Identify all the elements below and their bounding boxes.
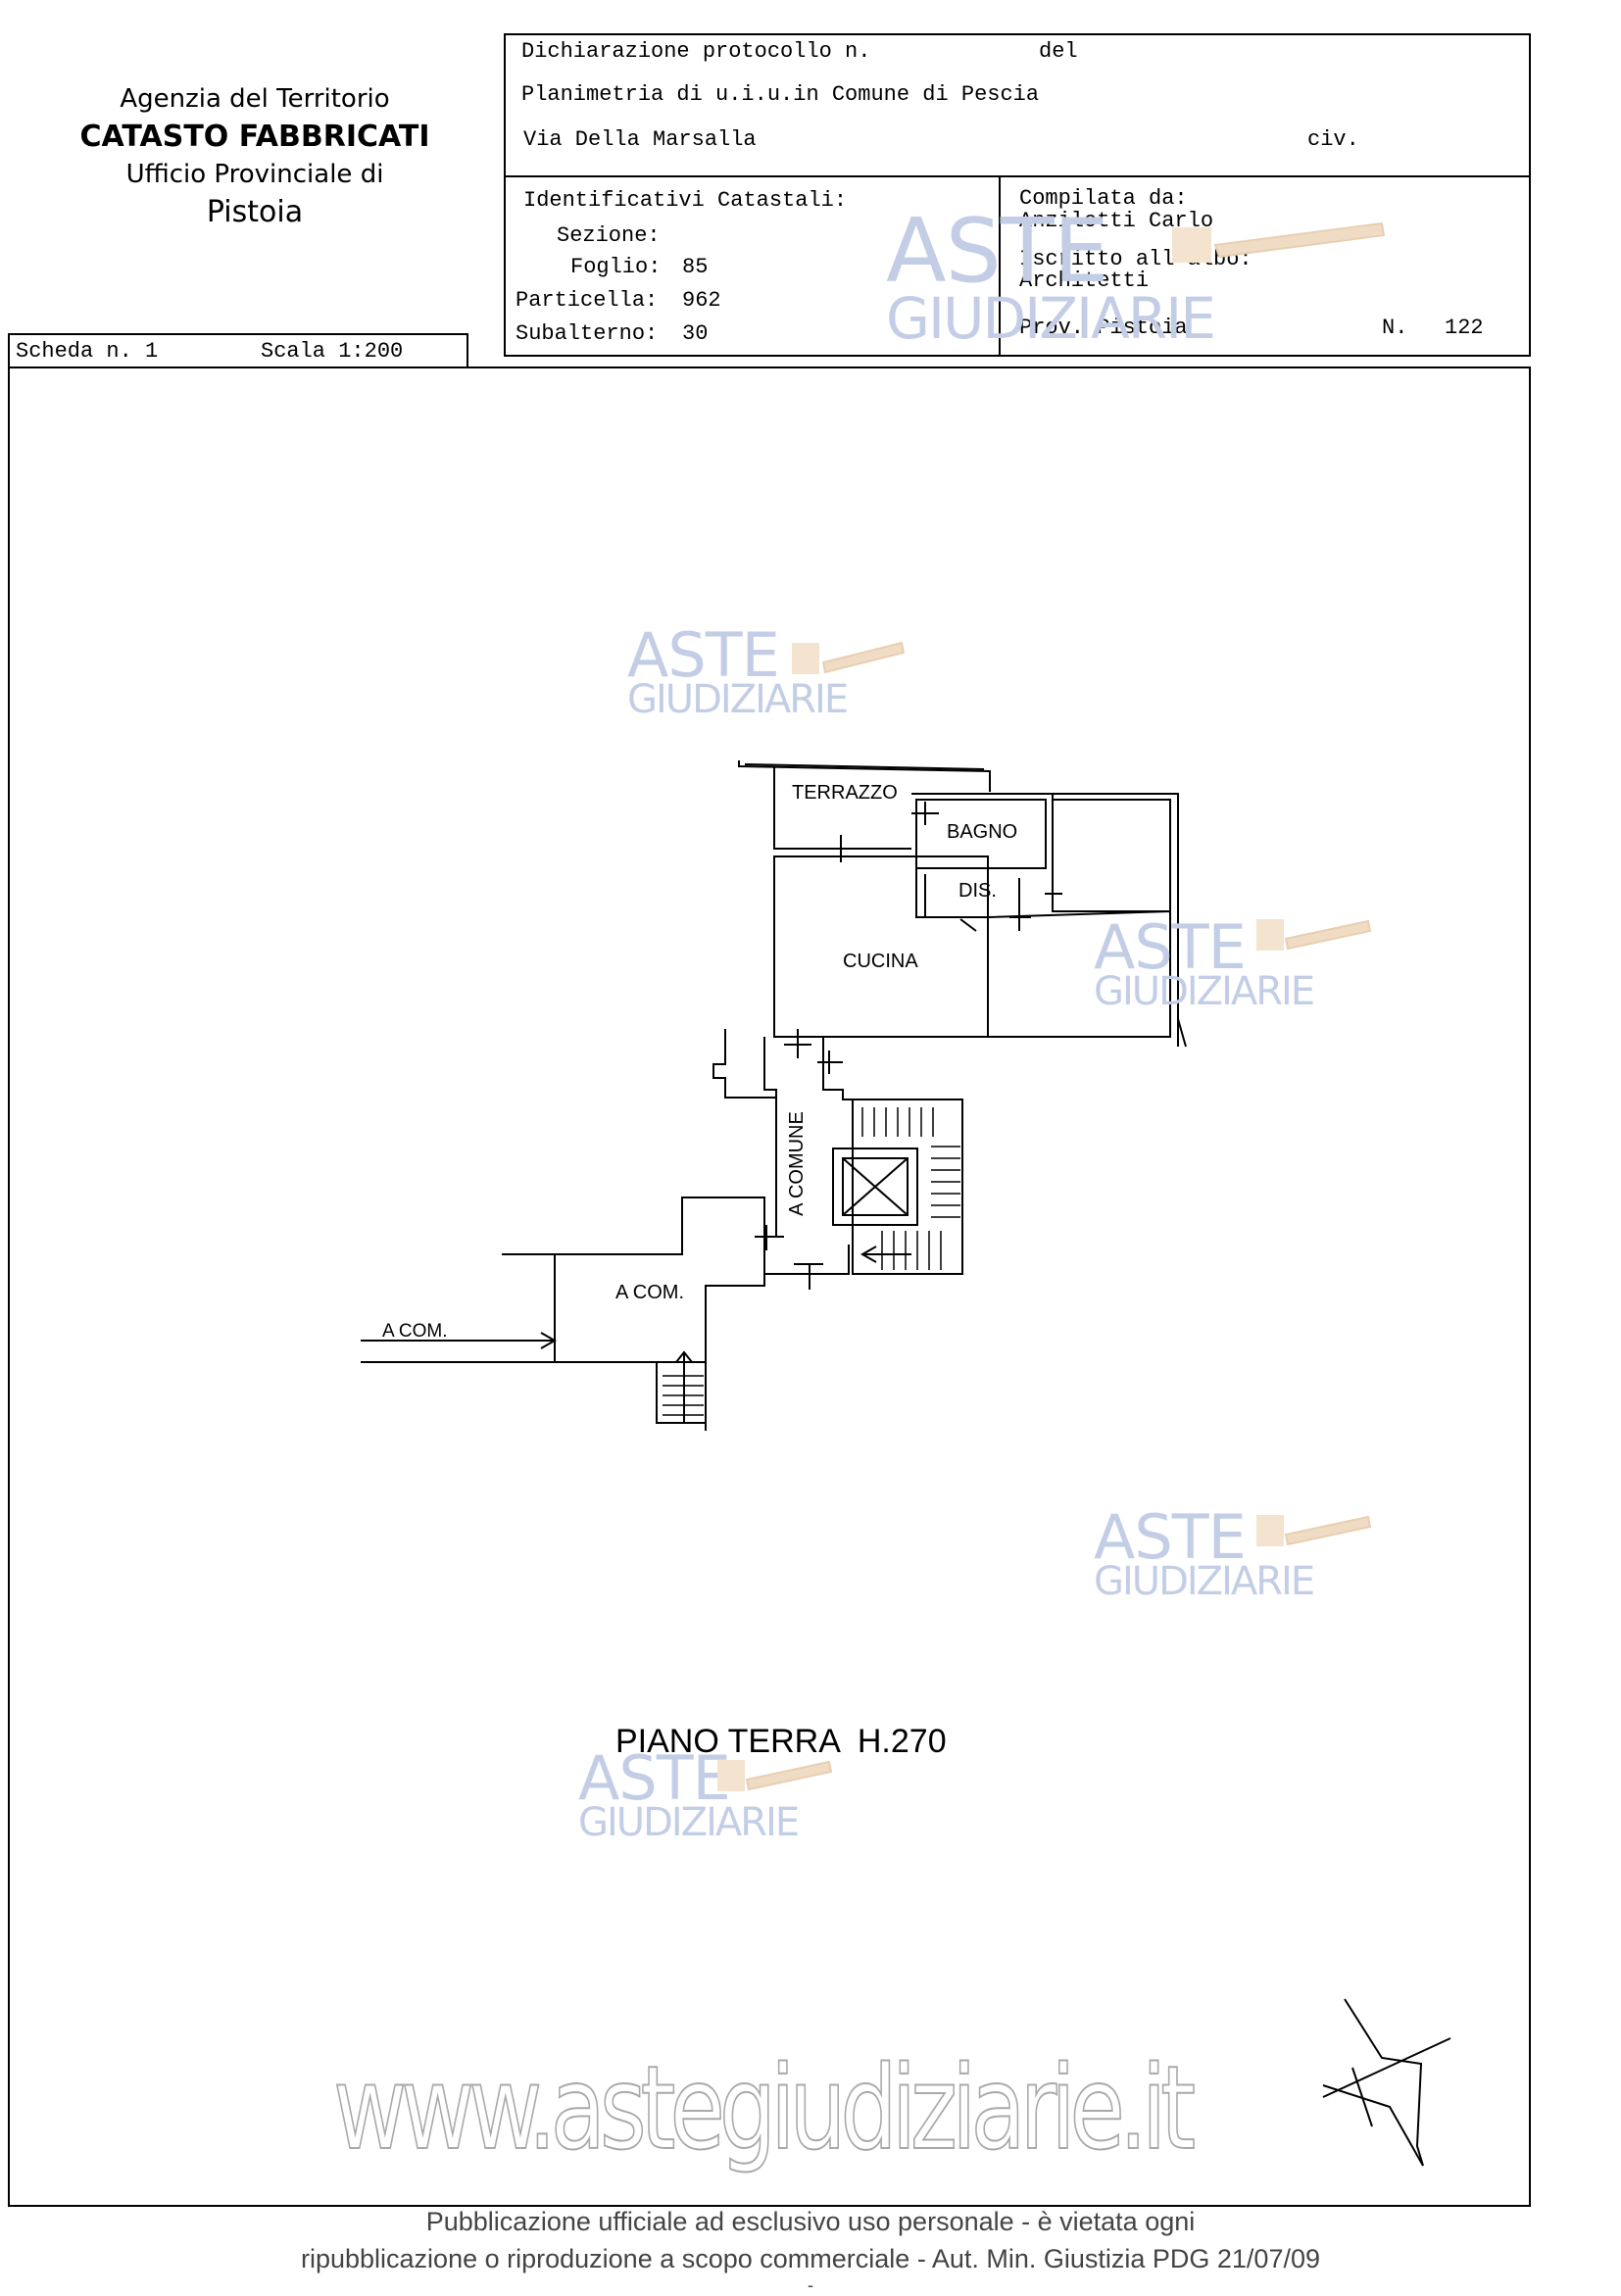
compiler-label: Compilata da:	[1019, 186, 1188, 211]
declaration-box	[504, 33, 1531, 357]
elevator-inner	[842, 1157, 909, 1216]
scheda-scale: Scala 1:200	[261, 339, 404, 364]
n-value: 122	[1445, 316, 1484, 340]
lower-right-room	[987, 909, 1171, 1038]
dis-walls	[915, 868, 988, 918]
label-cucina: CUCINA	[843, 951, 918, 972]
agency-office: Ufficio Provinciale di	[125, 160, 384, 189]
stair-block	[852, 1099, 963, 1275]
sezione-label: Sezione:	[557, 223, 661, 248]
label-terrazzo: TERRAZZO	[792, 782, 898, 804]
albo-value: Architetti	[1019, 269, 1150, 293]
watermark-3: ASTE GIUDIZIARIE	[1094, 1501, 1315, 1604]
civ-text: civ.	[1307, 127, 1359, 152]
foglio-value: 85	[682, 255, 709, 279]
watermark-url: www.astegiudiziarie.it	[332, 2039, 1197, 2176]
bagno-room	[915, 799, 1047, 869]
right-room	[1052, 799, 1171, 912]
floor-label: PIANO TERRA H.270	[615, 1723, 947, 1760]
label-a-com-entry: A COM.	[382, 1321, 448, 1342]
agency-name: Agenzia del Territorio	[120, 84, 390, 114]
watermark-header: ASTE GIUDIZIARIE	[886, 200, 1216, 352]
agency-catasto: CATASTO FABBRICATI	[79, 120, 430, 154]
particella-value: 962	[682, 288, 721, 313]
elevator-outer	[832, 1148, 918, 1226]
drawing-frame	[8, 366, 1531, 2207]
terrace-railing	[738, 760, 991, 792]
footer-line1: Pubblicazione ufficiale ad esclusivo uso…	[425, 2207, 1196, 2236]
watermark-4: ASTE GIUDIZIARIE	[578, 1742, 800, 1845]
foglio-label: Foglio:	[570, 255, 662, 279]
watermark-2: ASTE GIUDIZIARIE	[1094, 911, 1315, 1014]
particella-label: Particella:	[516, 288, 659, 313]
footer-line3: -	[808, 2275, 813, 2295]
agency-city: Pistoia	[206, 195, 304, 229]
identifiers-divider	[999, 175, 1001, 357]
north-arrow	[1322, 1998, 1424, 2167]
protocol-label: Dichiarazione protocollo n.	[521, 39, 871, 64]
n-label: N.	[1382, 316, 1408, 340]
footer-line2: ripubblicazione o riproduzione a scopo c…	[300, 2244, 1320, 2273]
scheda-label: Scheda n. 1	[16, 339, 159, 364]
label-a-com-room: A COM.	[615, 1282, 685, 1303]
agency-block: Agenzia del Territorio CATASTO FABBRICAT…	[39, 84, 470, 229]
label-dis: DIS.	[958, 880, 997, 902]
stair-treads	[861, 1107, 960, 1270]
declaration-divider	[504, 175, 1531, 177]
terrace-railing-inner	[744, 763, 985, 770]
watermark-1: ASTE GIUDIZIARIE	[627, 619, 849, 722]
terrace-outline	[773, 766, 911, 850]
planimetria-text: Planimetria di u.i.u.in Comune di Pescia	[521, 82, 1040, 107]
outer-east-wall	[1053, 793, 1179, 1047]
protocol-del: del	[1039, 39, 1078, 64]
label-bagno: BAGNO	[947, 821, 1018, 843]
subalterno-label: Subalterno:	[516, 321, 659, 346]
prov-label: Prov. Pistoia	[1019, 316, 1188, 340]
via-text: Via Della Marsalla	[523, 127, 757, 152]
identifiers-title: Identificativi Catastali:	[523, 188, 848, 213]
subalterno-value: 30	[682, 321, 709, 346]
